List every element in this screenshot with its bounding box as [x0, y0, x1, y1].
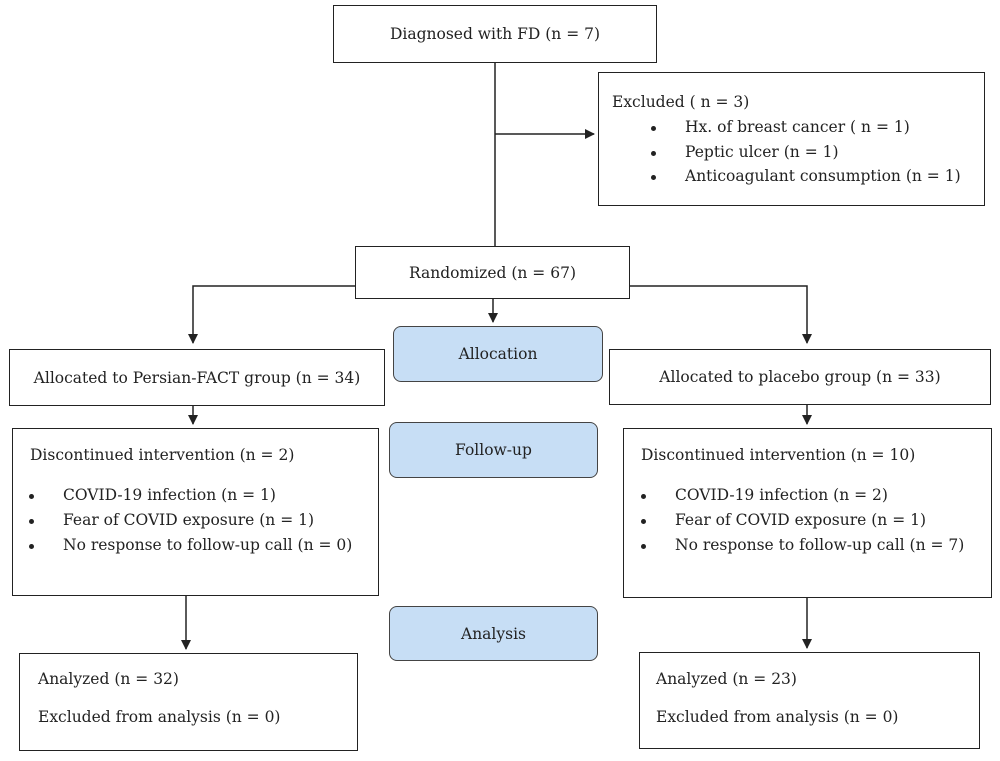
- randomized-label: Randomized (n = 67): [409, 263, 576, 282]
- randomized-box: Randomized (n = 67): [355, 246, 630, 299]
- left-discontinued-item: Fear of COVID exposure (n = 1): [28, 511, 315, 529]
- followup-stage: Follow-up: [389, 422, 598, 478]
- allocation-stage: Allocation: [393, 326, 603, 382]
- left-allocated-label: Allocated to Persian-FACT group (n = 34): [33, 368, 361, 387]
- left-discontinued-box: Discontinued intervention (n = 2) COVID-…: [12, 428, 379, 596]
- right-analyzed-label: Analyzed (n = 23): [656, 670, 797, 688]
- diagnosed-box: Diagnosed with FD (n = 7): [333, 5, 657, 63]
- excluded-box: Excluded ( n = 3) Hx. of breast cancer (…: [598, 72, 985, 206]
- analysis-stage: Analysis: [389, 606, 598, 661]
- right-discontinued-item: No response to follow-up call (n = 7): [640, 536, 965, 554]
- left-discontinued-item: COVID-19 infection (n = 1): [29, 486, 276, 504]
- left-allocated-box: Allocated to Persian-FACT group (n = 34): [9, 349, 385, 406]
- right-allocated-label: Allocated to placebo group (n = 33): [659, 368, 941, 386]
- right-discontinued-item: Fear of COVID exposure (n = 1): [640, 511, 927, 529]
- excluded-title: Excluded ( n = 3): [612, 93, 750, 111]
- right-discontinued-box: Discontinued intervention (n = 10) COVID…: [623, 428, 992, 598]
- right-discontinued-item: COVID-19 infection (n = 2): [641, 486, 888, 504]
- right-allocated-box: Allocated to placebo group (n = 33): [609, 349, 991, 405]
- analysis-stage-label: Analysis: [461, 624, 526, 643]
- arrow-to-left-allocated: [188, 285, 355, 344]
- allocation-stage-label: Allocation: [458, 345, 538, 363]
- right-analyzed-box: Analyzed (n = 23) Excluded from analysis…: [639, 652, 980, 749]
- left-analyzed-box: Analyzed (n = 32) Excluded from analysis…: [19, 653, 358, 751]
- left-analyzed-label: Analyzed (n = 32): [38, 670, 179, 688]
- left-discontinued-title: Discontinued intervention (n = 2): [30, 446, 295, 464]
- right-excluded-analysis-label: Excluded from analysis (n = 0): [656, 708, 899, 726]
- right-discontinued-title: Discontinued intervention (n = 10): [641, 446, 916, 464]
- excluded-item: Anticoagulant consumption (n = 1): [651, 167, 961, 185]
- diagnosed-label: Diagnosed with FD (n = 7): [389, 25, 601, 43]
- excluded-item: Hx. of breast cancer ( n = 1): [651, 118, 910, 136]
- left-discontinued-item: No response to follow-up call (n = 0): [28, 536, 353, 554]
- arrow-to-right-allocated: [630, 285, 812, 344]
- excluded-item: Peptic ulcer (n = 1): [651, 143, 839, 161]
- left-excluded-analysis-label: Excluded from analysis (n = 0): [38, 708, 281, 726]
- followup-stage-label: Follow-up: [455, 441, 532, 459]
